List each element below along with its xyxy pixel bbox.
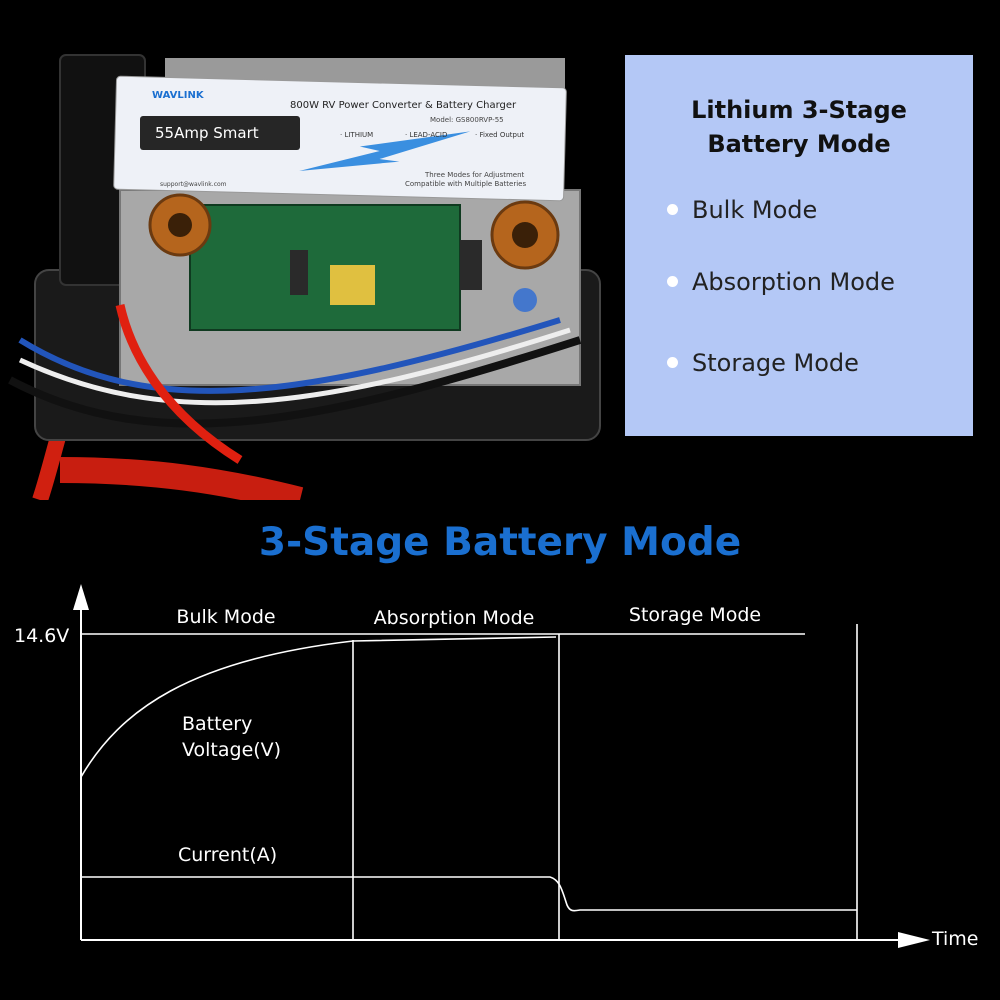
brand-logo: WAVLINK (152, 90, 205, 101)
y-axis-arrow-icon (73, 584, 89, 610)
current-curve (81, 876, 857, 912)
voltage-tick-label: 14.6V (14, 625, 69, 647)
current-label: Current(A) (178, 844, 277, 866)
voltage-label-line1: Battery (182, 713, 252, 735)
info-item-label: Absorption Mode (692, 268, 895, 296)
product-support: support@wavlink.com (160, 181, 227, 188)
product-note-1: Three Modes for Adjustment (424, 171, 525, 179)
info-item-storage: Storage Mode (667, 349, 859, 377)
info-box-title: Lithium 3-Stage Battery Mode (625, 93, 973, 161)
x-axis-arrow-icon (898, 932, 930, 948)
info-item-bulk: Bulk Mode (667, 196, 817, 224)
info-box-title-line1: Lithium 3-Stage (691, 96, 907, 124)
charging-stage-diagram: Time 14.6V Bulk Mode Absorption Mode Sto… (14, 584, 979, 950)
stage-label-bulk: Bulk Mode (176, 606, 275, 628)
voltage-label-line2: Voltage(V) (182, 739, 281, 761)
product-mode-1: · LITHIUM (340, 131, 373, 139)
stage-label-storage: Storage Mode (629, 604, 761, 626)
product-label-title: 800W RV Power Converter & Battery Charge… (290, 100, 517, 111)
info-item-label: Bulk Mode (692, 196, 818, 224)
stage-label-absorption: Absorption Mode (374, 607, 535, 629)
product-model: Model: GS800RVP-55 (430, 116, 504, 124)
product-mode-3: · Fixed Output (475, 131, 524, 139)
bullet-icon (667, 275, 678, 287)
voltage-curve (80, 636, 557, 778)
product-note-2: Compatible with Multiple Batteries (405, 180, 526, 188)
info-box: Lithium 3-Stage Battery Mode Bulk Mode A… (625, 55, 973, 436)
info-box-title-line2: Battery Mode (707, 130, 891, 158)
bullet-icon (667, 203, 678, 215)
product-mode-2: · LEAD-ACID (405, 131, 447, 139)
info-item-absorption: Absorption Mode (667, 268, 895, 296)
product-photo: WAVLINK 800W RV Power Converter & Batter… (8, 54, 601, 500)
bullet-icon (667, 356, 678, 368)
x-axis-label: Time (931, 928, 979, 950)
info-item-label: Storage Mode (692, 349, 859, 377)
product-badge: 55Amp Smart (155, 124, 259, 142)
diagram-title: 3-Stage Battery Mode (258, 520, 742, 565)
